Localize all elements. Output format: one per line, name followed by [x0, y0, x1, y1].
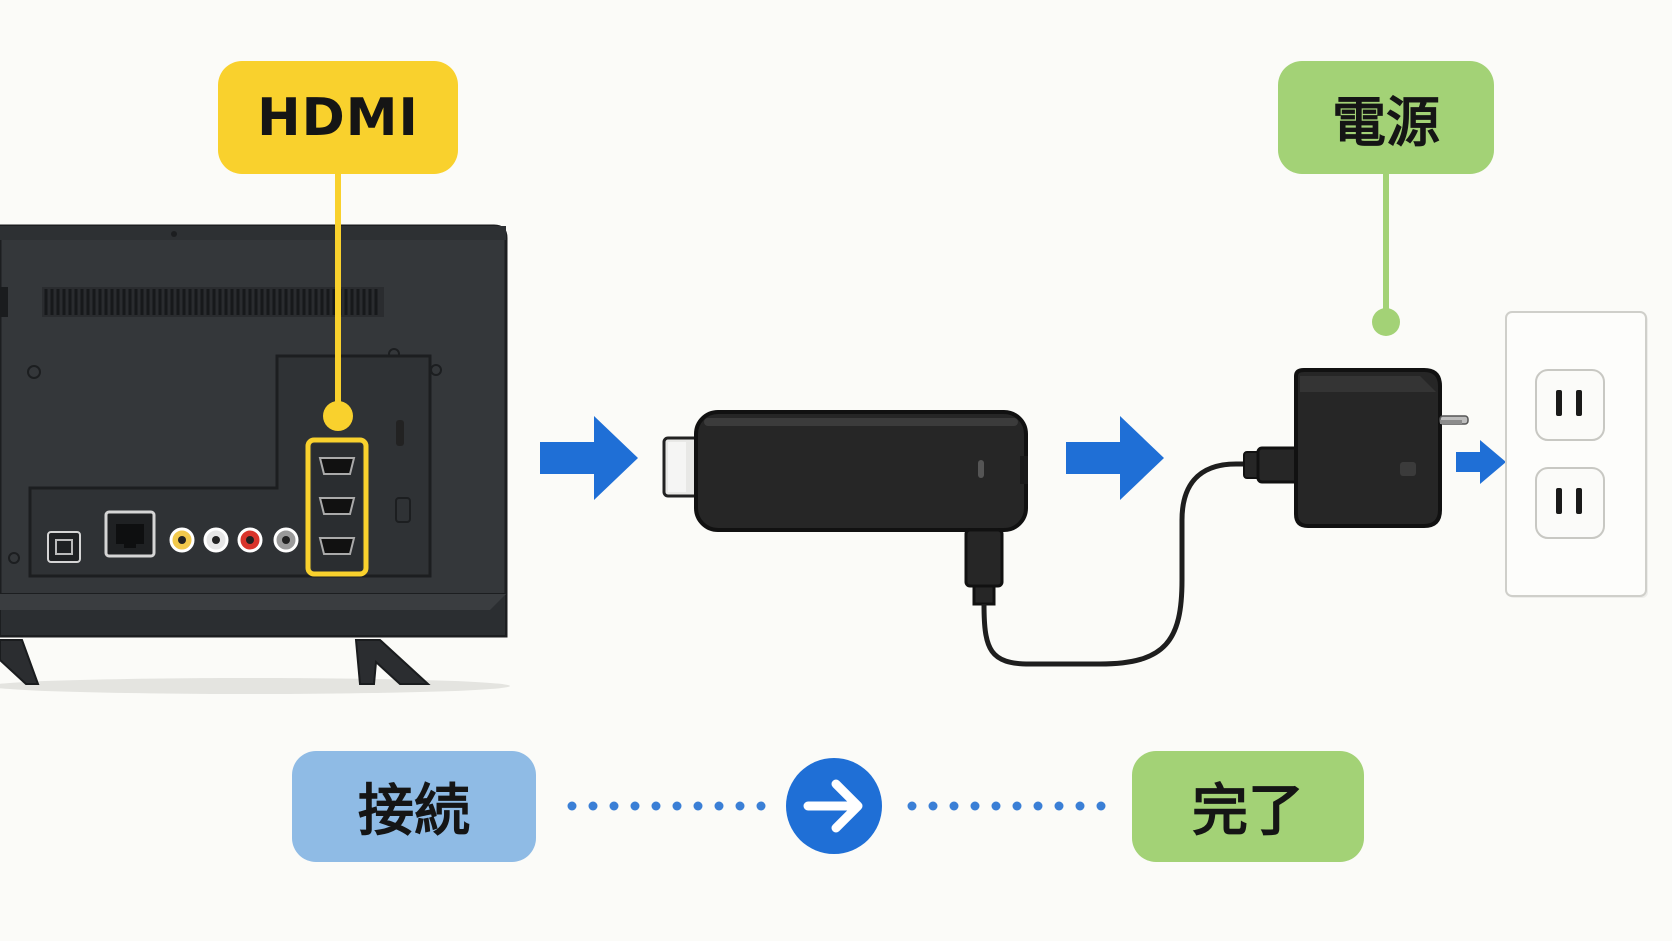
flow-dot — [714, 801, 724, 811]
tv-back — [0, 224, 508, 638]
tv-floor-shadow — [0, 678, 510, 694]
flow-dot — [1033, 801, 1043, 811]
arrow-right-icon — [1066, 416, 1164, 500]
flow-dot — [567, 801, 577, 811]
flow-dot — [949, 801, 959, 811]
outlet-socket-top — [1535, 369, 1605, 441]
flow-dot — [1054, 801, 1064, 811]
flow-dot — [756, 801, 766, 811]
flow-dot — [588, 801, 598, 811]
power-adapter — [1294, 368, 1469, 528]
power-label: 電源 — [1278, 61, 1494, 174]
flow-dot — [693, 801, 703, 811]
tv-stand-right — [354, 639, 431, 685]
streaming-stick — [662, 410, 1028, 532]
optical-port — [47, 531, 81, 563]
flow-dot — [907, 801, 917, 811]
hdmi-callout-dot — [323, 401, 353, 431]
circle-arrow-right-icon — [786, 758, 882, 854]
flow-dot — [609, 801, 619, 811]
flow-dotted-line-right — [907, 801, 1106, 811]
flow-dot — [1096, 801, 1106, 811]
connect-step-label: 接続 — [292, 751, 536, 862]
outlet-socket-bottom — [1535, 467, 1605, 539]
flow-dot — [1012, 801, 1022, 811]
arrow-right-icon — [540, 416, 638, 500]
done-step-label: 完了 — [1132, 751, 1364, 862]
wall-outlet — [1505, 311, 1648, 598]
flow-dot — [672, 801, 682, 811]
hdmi-ports — [312, 444, 362, 572]
flow-dot — [991, 801, 1001, 811]
power-cable — [964, 446, 1300, 667]
arrow-right-icon — [1456, 440, 1506, 484]
hdmi-port-highlight — [305, 437, 369, 577]
flow-dot — [1075, 801, 1085, 811]
flow-dot — [970, 801, 980, 811]
tv-stand-left — [0, 639, 40, 685]
power-callout-dot — [1372, 308, 1400, 336]
hdmi-label: HDMI — [218, 61, 458, 174]
flow-dot — [630, 801, 640, 811]
flow-dot — [735, 801, 745, 811]
flow-dot — [928, 801, 938, 811]
flow-dot — [651, 801, 661, 811]
flow-dotted-line-left — [567, 801, 766, 811]
tv-ports — [47, 437, 369, 577]
